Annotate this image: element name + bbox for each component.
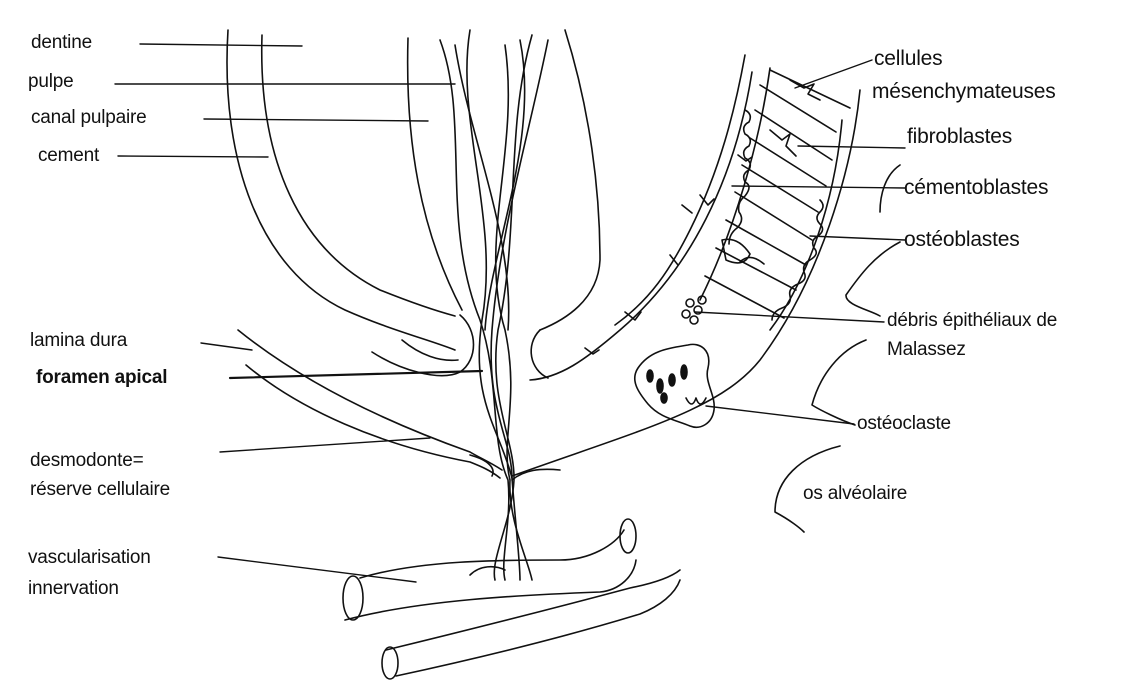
- label-cementoblastes: cémentoblastes: [904, 176, 1048, 200]
- label-fibroblastes: fibroblastes: [907, 125, 1012, 149]
- label-reserve-cellulaire: réserve cellulaire: [30, 479, 170, 501]
- label-osteoblastes: ostéoblastes: [904, 228, 1020, 252]
- left-root: [227, 30, 474, 376]
- periodontal-ligament: [512, 68, 860, 476]
- label-cement: cement: [38, 145, 99, 167]
- label-malassez: Malassez: [887, 339, 966, 361]
- label-pulpe: pulpe: [28, 71, 74, 93]
- label-cellules: cellules: [874, 47, 942, 71]
- label-desmodonte: desmodonte=: [30, 450, 143, 472]
- label-dentine: dentine: [31, 32, 92, 54]
- label-vascularisation: vascularisation: [28, 547, 151, 569]
- label-lamina-dura: lamina dura: [30, 330, 127, 352]
- label-os-alveolaire: os alvéolaire: [803, 483, 907, 505]
- osteoclast: [635, 344, 714, 427]
- leader-lines: [115, 44, 905, 582]
- label-canal-pulpaire: canal pulpaire: [31, 107, 147, 129]
- right-root: [530, 30, 752, 380]
- bone-contours: [775, 165, 900, 532]
- pulp-nerve-strands: [440, 30, 548, 580]
- label-osteoclaste: ostéoclaste: [857, 413, 951, 435]
- label-foramen-apical: foramen apical: [36, 367, 167, 389]
- label-debris-epitheliaux: débris épithéliaux de: [887, 310, 1057, 332]
- blood-vessels: [343, 519, 680, 679]
- label-mesenchymateuses: mésenchymateuses: [872, 80, 1056, 104]
- label-innervation: innervation: [28, 578, 119, 600]
